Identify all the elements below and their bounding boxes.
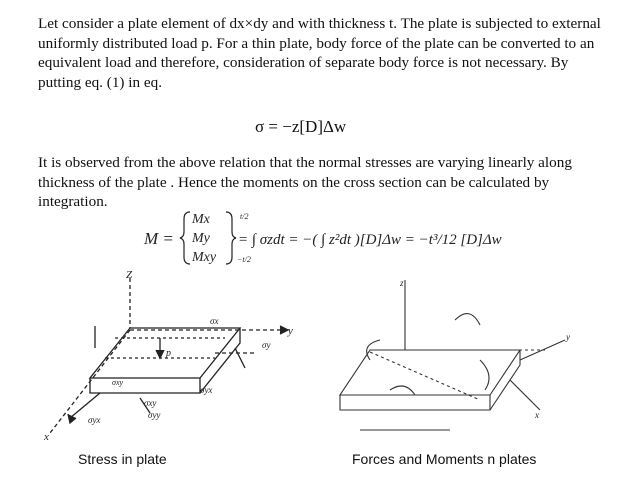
vector-mx: Mx: [191, 212, 211, 227]
forces-moments-figure: x y z: [338, 278, 570, 431]
axis-x-label: x: [43, 431, 49, 443]
stress-equation: σ = −z[D]Δw: [255, 117, 347, 136]
axis-z-label: Z: [126, 269, 133, 281]
integral-upper-limit: t/2: [240, 212, 248, 221]
caption-stress-in-plate: Stress in plate: [78, 451, 167, 467]
stress-label-7: σyx: [88, 415, 100, 425]
load-p-label: p: [165, 348, 171, 359]
axis-y-label: y: [565, 332, 570, 342]
caption-forces-moments: Forces and Moments n plates: [352, 451, 537, 467]
equation-rhs: = ∫ σzdt = −( ∫ z²dt )[D]Δw = −t³/12 [D]…: [238, 232, 502, 248]
axis-x-label: x: [534, 410, 539, 420]
moment-equation: M = Mx My Mxy t/2 −t/2 = ∫ σzdt = −( ∫ z…: [143, 211, 502, 265]
stress-label-5: σxy: [144, 398, 156, 408]
vector-my: My: [191, 231, 211, 246]
stress-label-1: σx: [210, 316, 218, 326]
axis-z-label: z: [399, 278, 404, 288]
equation-lhs: M =: [143, 229, 174, 248]
stress-label-4: σyx: [200, 385, 212, 395]
stress-in-plate-figure: Z y x p σx σy σxy σyx σxy σyy σyx: [43, 269, 293, 443]
axis-y-label: y: [287, 325, 293, 337]
paragraph-moments: It is observed from the above relation t…: [38, 154, 572, 210]
stress-label-2: σy: [262, 340, 270, 350]
vector-mxy: Mxy: [191, 250, 217, 265]
stress-label-3: σxy: [112, 378, 123, 387]
integral-lower-limit: −t/2: [237, 255, 251, 264]
stress-label-6: σyy: [148, 410, 160, 420]
paragraph-intro: Let consider a plate element of dx×dy an…: [38, 15, 601, 91]
